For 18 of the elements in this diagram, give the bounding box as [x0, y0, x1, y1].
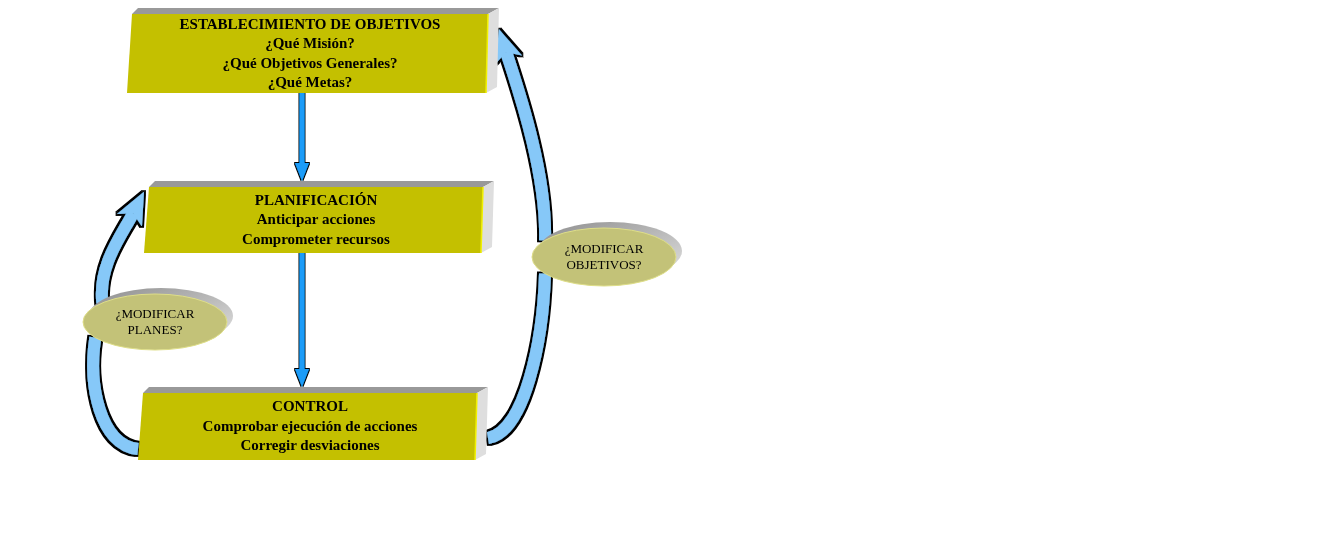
process-box [127, 8, 499, 93]
question-ellipse [531, 221, 683, 287]
box-heading: ESTABLECIMIENTO DE OBJETIVOS [179, 14, 441, 34]
ellipse-label: ¿MODIFICAR PLANES? [114, 306, 196, 338]
box-text: ¿Qué Objetivos Generales? [222, 53, 398, 73]
box-heading: PLANIFICACIÓN [254, 190, 378, 210]
box-text: Anticipar acciones [256, 210, 376, 230]
box-text: Corregir desviaciones [240, 436, 380, 456]
ellipse-label: ¿MODIFICAR OBJETIVOS? [563, 241, 645, 273]
box-text: Comprometer recursos [242, 229, 390, 249]
box-text: Comprobar ejecución de acciones [202, 416, 418, 436]
process-box [144, 181, 494, 253]
process-box [138, 387, 488, 460]
box-text: ¿Qué Misión? [265, 34, 355, 53]
curved-block-arrow [495, 32, 551, 241]
box-heading: CONTROL [272, 397, 348, 417]
question-ellipse [82, 287, 234, 351]
box-text: ¿Qué Metas? [267, 73, 353, 92]
